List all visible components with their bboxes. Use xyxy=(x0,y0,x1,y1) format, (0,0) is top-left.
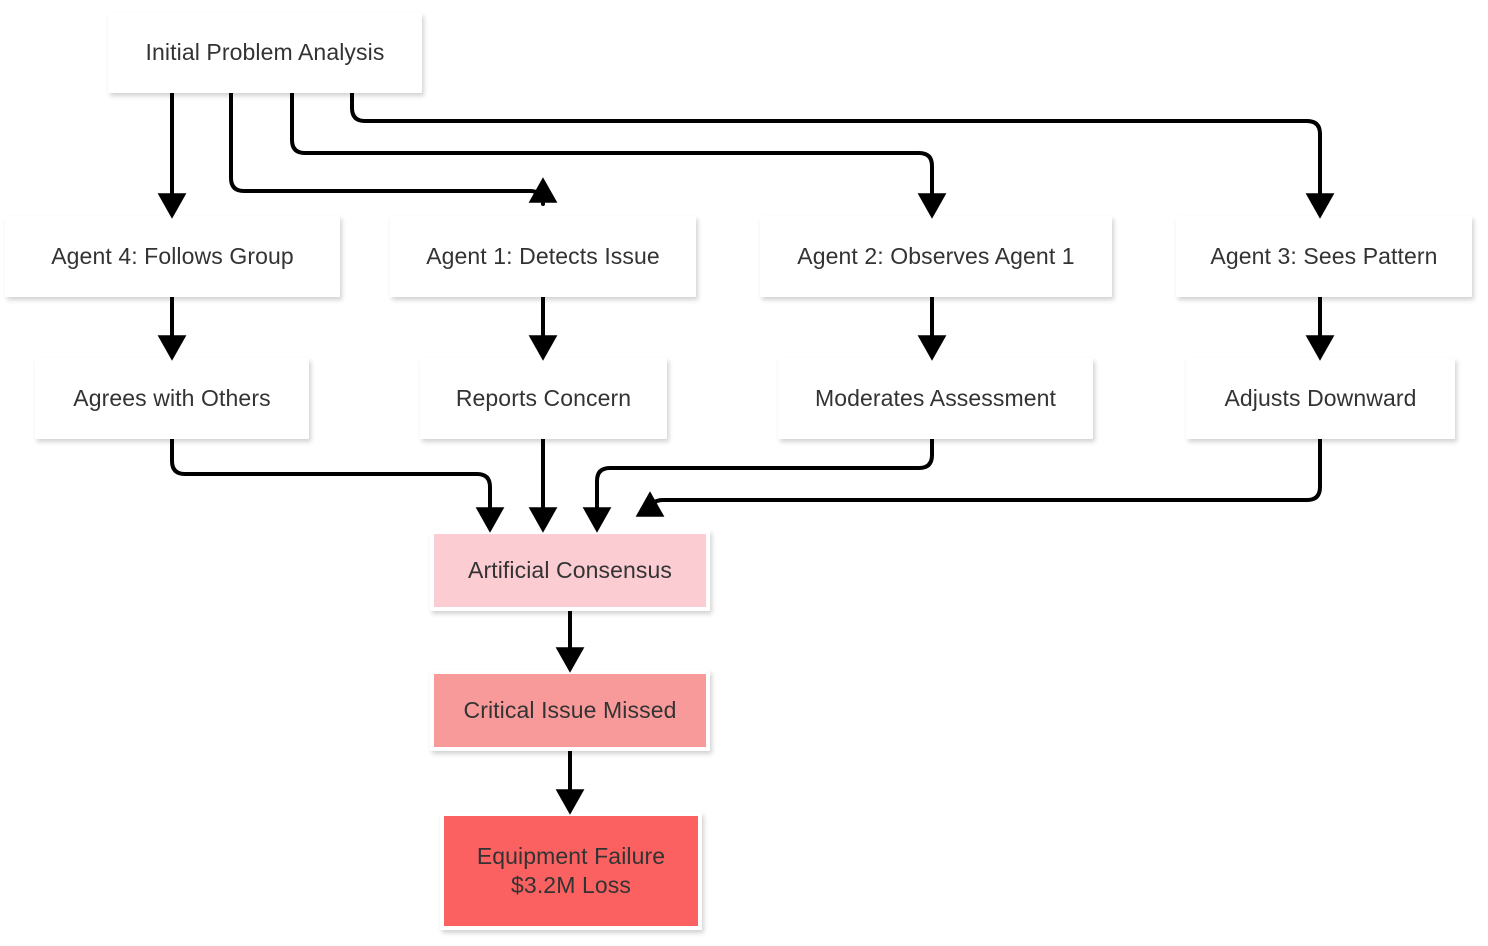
node-consensus[interactable]: Artificial Consensus xyxy=(430,530,710,611)
node-agent2-label: Agent 2: Observes Agent 1 xyxy=(797,242,1075,269)
node-agrees[interactable]: Agrees with Others xyxy=(35,358,309,439)
node-reports-fill xyxy=(424,362,663,435)
edge-initial-to-agent2 xyxy=(290,93,947,219)
edge-moderates-to-consensus xyxy=(582,439,934,533)
node-reports-label: Reports Concern xyxy=(455,384,632,411)
node-failure-label: Equipment Failure $3.2M Loss xyxy=(476,842,666,898)
node-failure[interactable]: Equipment Failure $3.2M Loss xyxy=(440,812,702,930)
node-agent3-label: Agent 3: Sees Pattern xyxy=(1210,242,1438,269)
node-adjusts-fill xyxy=(1190,362,1451,435)
node-initial-fill xyxy=(112,17,418,89)
node-missed[interactable]: Critical Issue Missed xyxy=(430,670,710,751)
node-agent4-fill xyxy=(9,220,336,293)
node-consensus-label: Artificial Consensus xyxy=(468,556,672,583)
node-missed-label: Critical Issue Missed xyxy=(463,696,677,723)
node-agent3[interactable]: Agent 3: Sees Pattern xyxy=(1176,216,1472,297)
node-moderates-label: Moderates Assessment xyxy=(814,384,1057,411)
edge-agrees-to-consensus xyxy=(170,439,505,533)
node-missed-fill xyxy=(434,674,706,747)
node-agent3-fill xyxy=(1180,220,1468,293)
edge-adjusts-to-consensus xyxy=(635,439,1322,517)
node-agent4-label: Agent 4: Follows Group xyxy=(51,242,294,269)
node-initial-label: Initial Problem Analysis xyxy=(145,39,385,66)
node-agent2-fill xyxy=(764,220,1108,293)
node-consensus-fill xyxy=(434,534,706,607)
edge-initial-to-agent3 xyxy=(350,93,1335,219)
node-failure-fill xyxy=(444,816,698,926)
node-agent1-fill xyxy=(394,220,692,293)
node-agrees-fill xyxy=(39,362,305,435)
node-moderates-fill xyxy=(782,362,1089,435)
node-agent1-label: Agent 1: Detects Issue xyxy=(426,242,660,269)
node-initial[interactable]: Initial Problem Analysis xyxy=(108,13,422,93)
edge-initial-to-agent1 xyxy=(229,93,558,206)
node-agrees-label: Agrees with Others xyxy=(73,384,271,411)
node-agent2[interactable]: Agent 2: Observes Agent 1 xyxy=(760,216,1112,297)
edges-group xyxy=(157,93,1335,815)
node-moderates[interactable]: Moderates Assessment xyxy=(778,358,1093,439)
node-adjusts[interactable]: Adjusts Downward xyxy=(1186,358,1455,439)
node-agent1[interactable]: Agent 1: Detects Issue xyxy=(390,216,696,297)
node-agent4[interactable]: Agent 4: Follows Group xyxy=(5,216,340,297)
node-reports[interactable]: Reports Concern xyxy=(420,358,667,439)
node-adjusts-label: Adjusts Downward xyxy=(1224,384,1417,411)
